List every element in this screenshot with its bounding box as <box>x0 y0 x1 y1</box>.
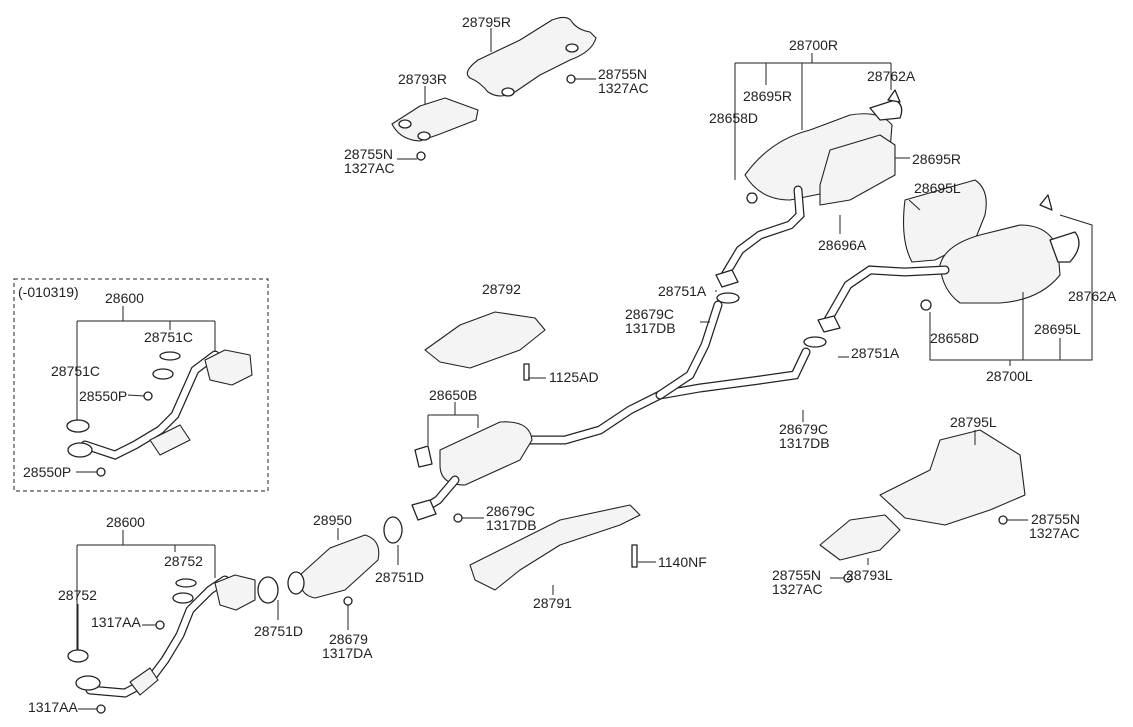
label-28793l: 28793L <box>846 567 893 583</box>
label-28755n: 28755N <box>772 567 821 583</box>
label-28700r: 28700R <box>789 37 838 53</box>
label-28696a: 28696A <box>818 237 867 253</box>
label-1317da: 1317DA <box>322 645 373 661</box>
center-muffler-shape <box>414 421 533 486</box>
front-pipe-shape <box>67 574 256 714</box>
label-28695l: 28695L <box>1034 321 1081 337</box>
label-28695l: 28695L <box>914 180 961 196</box>
label-28679: 28679 <box>329 631 368 647</box>
nut-icon <box>416 151 426 161</box>
label-28650b: 28650B <box>429 387 477 403</box>
label-28950: 28950 <box>313 512 352 528</box>
label-28752: 28752 <box>58 587 97 603</box>
label-28751c: 28751C <box>144 329 193 345</box>
flange-icon <box>411 499 437 521</box>
heat-protector-28795l-shape <box>879 429 1026 526</box>
label-28752: 28752 <box>164 553 203 569</box>
label-28751d: 28751D <box>375 569 424 585</box>
label-28751a: 28751A <box>851 345 900 361</box>
label-28791: 28791 <box>533 595 572 611</box>
nut-icon <box>343 596 353 606</box>
label-28795r: 28795R <box>462 14 511 30</box>
label-1327ac: 1327AC <box>1029 525 1080 541</box>
label-28751a: 28751A <box>658 283 707 299</box>
muffler-l-shape <box>903 179 1080 311</box>
gasket-icon <box>803 336 827 348</box>
heat-protector-28795r-shape <box>466 16 597 97</box>
label-1125ad: 1125AD <box>549 369 599 385</box>
label-1317aa: 1317AA <box>91 614 141 630</box>
label-28679c: 28679C <box>486 503 535 519</box>
catalytic-converter-shape <box>257 516 403 604</box>
heat-protector-28793r-shape <box>391 97 479 142</box>
heat-protector-28793l-shape <box>819 514 901 561</box>
bolt-icon <box>523 363 530 381</box>
heat-protector-28791-shape <box>469 504 641 591</box>
label-1327ac: 1327AC <box>598 80 649 96</box>
label-28658d: 28658D <box>709 110 758 126</box>
label-1317db: 1317DB <box>779 435 830 451</box>
label-28755n: 28755N <box>344 146 393 162</box>
label-28658d: 28658D <box>930 330 979 346</box>
label-28755n: 28755N <box>598 66 647 82</box>
label-28600: 28600 <box>105 290 144 306</box>
label-28679c: 28679C <box>625 306 674 322</box>
muffler-r-shape <box>744 89 903 206</box>
leader-lines <box>76 28 1093 710</box>
flange-icon <box>817 315 841 333</box>
label-1317db: 1317DB <box>486 517 537 533</box>
part-labels: (-010319) 28795R 28793R 28755N 1327AC 28… <box>18 14 1117 715</box>
label-1140nf: 1140NF <box>658 554 707 570</box>
front-pipe-old-shape <box>66 349 253 477</box>
nut-icon <box>998 515 1008 525</box>
flange-icon <box>715 269 739 288</box>
bolt-icon <box>631 544 638 568</box>
label-28762a: 28762A <box>867 68 916 84</box>
label-28695r: 28695R <box>743 88 792 104</box>
label-28762a: 28762A <box>1068 288 1117 304</box>
label-28751d: 28751D <box>254 623 303 639</box>
label-1317db: 1317DB <box>625 320 676 336</box>
label-28679c: 28679C <box>779 421 828 437</box>
label-28550p: 28550P <box>23 464 71 480</box>
label-28792: 28792 <box>482 281 521 297</box>
heat-protector-28792-shape <box>424 311 546 369</box>
variant-note: (-010319) <box>18 284 79 300</box>
nut-icon <box>566 74 576 84</box>
label-28755n: 28755N <box>1031 511 1080 527</box>
label-28751c: 28751C <box>51 363 100 379</box>
nut-icon <box>453 513 463 523</box>
label-28793r: 28793R <box>398 71 447 87</box>
label-1317aa: 1317AA <box>28 699 78 715</box>
gasket-icon <box>716 292 740 304</box>
label-28695r: 28695R <box>912 151 961 167</box>
label-28795l: 28795L <box>950 414 997 430</box>
label-28700l: 28700L <box>986 368 1033 384</box>
variant-box <box>13 278 269 492</box>
label-1327ac: 1327AC <box>772 581 823 597</box>
label-28600: 28600 <box>106 514 145 530</box>
label-1327ac: 1327AC <box>344 160 395 176</box>
label-28550p: 28550P <box>79 388 127 404</box>
